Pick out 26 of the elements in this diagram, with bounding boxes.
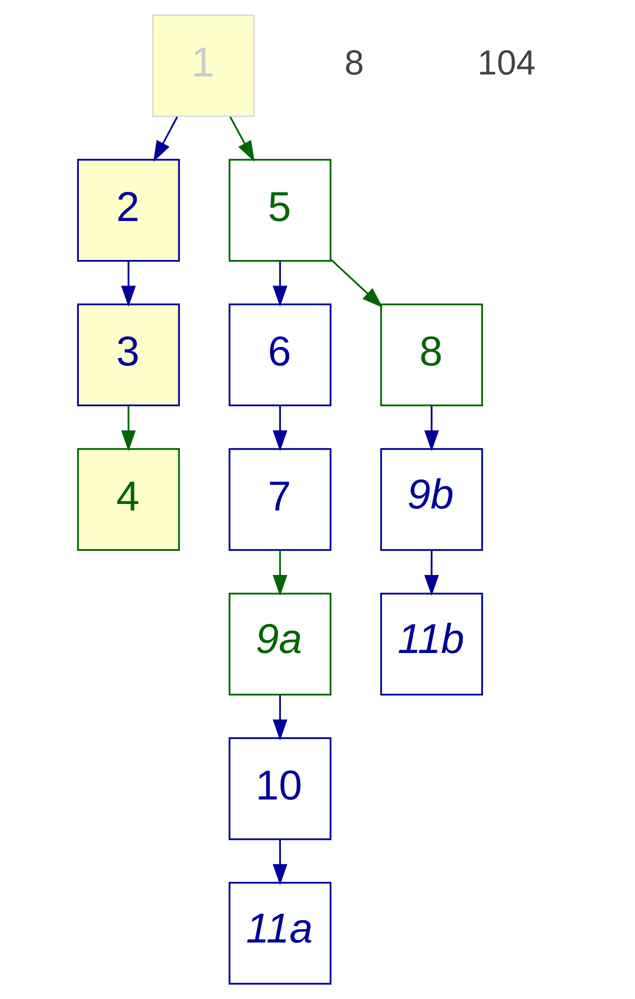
node-box: 7 [228, 448, 332, 551]
node-box: 3 [77, 304, 180, 406]
arrow [121, 406, 136, 452]
arrow [272, 406, 288, 452]
node-box: 4 [77, 448, 180, 551]
node-box: 9a [228, 592, 332, 696]
arrow [424, 550, 439, 596]
label: 104 [477, 43, 536, 82]
arrow [272, 550, 288, 596]
node-box: 10 [228, 737, 332, 840]
arrow [424, 406, 439, 452]
node-box: 11b [380, 592, 483, 696]
arrow [229, 116, 255, 162]
node-box: 11a [228, 882, 332, 985]
arrow [121, 261, 136, 307]
node-box: 2 [77, 158, 180, 262]
node-box: 5 [228, 158, 332, 262]
node-box: 9b [380, 448, 483, 551]
node-box: 6 [228, 304, 332, 406]
arrow [272, 261, 288, 307]
arrow [272, 695, 288, 740]
arrow [272, 840, 288, 886]
arrow [330, 259, 383, 308]
label: 8 [344, 43, 364, 82]
node-box: 8 [380, 304, 483, 406]
arrow [153, 116, 178, 162]
